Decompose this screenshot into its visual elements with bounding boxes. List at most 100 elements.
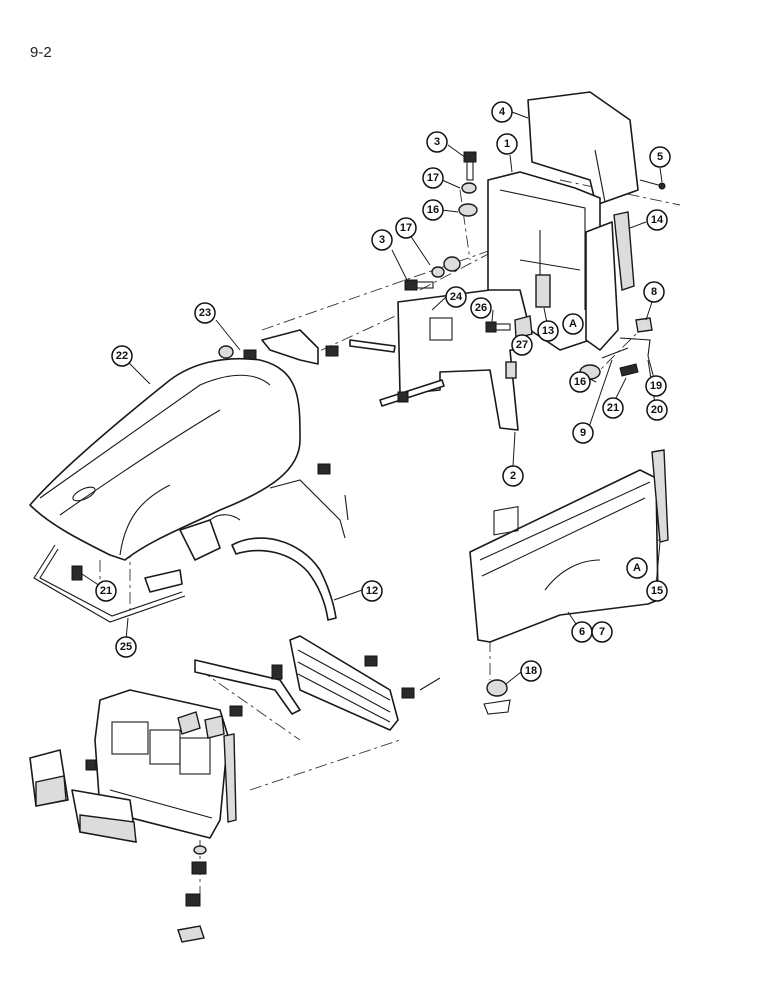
svg-text:27: 27 [516,339,528,351]
svg-text:26: 26 [475,302,487,314]
callout-14: 14 [646,209,668,231]
svg-text:A: A [633,562,641,574]
callout-15: 15 [646,580,668,602]
callout-A-upper: A [562,313,584,335]
bolt-bottom [185,893,201,907]
bolt-3-upper [463,151,477,181]
callout-17-lower: 17 [395,217,417,239]
svg-text:16: 16 [427,204,439,216]
pin-9 [601,347,629,359]
callout-3-lower: 3 [371,229,393,251]
front-mounting-plate [397,289,531,431]
callout-5: 5 [649,146,671,168]
foot-pad [177,925,205,943]
bolt-hinge [325,345,339,357]
front-grille [289,635,399,731]
lower-strip [379,379,445,407]
callout-25: 25 [115,636,137,658]
seal-25 [33,544,186,623]
svg-text:4: 4 [499,106,506,118]
svg-text:20: 20 [651,404,663,416]
nut-bottom [191,861,207,875]
callout-23: 23 [194,302,216,324]
bolt-26 [485,321,511,333]
svg-text:21: 21 [607,402,619,414]
svg-text:1: 1 [504,138,510,150]
callout-7: 7 [591,621,613,643]
svg-text:7: 7 [599,626,605,638]
washer-bottom [193,845,207,855]
svg-text:17: 17 [427,172,439,184]
nut-grille-2 [401,687,415,699]
latch-spring [209,514,241,521]
clip-27 [514,315,533,339]
callout-20: 20 [646,399,668,421]
svg-text:6: 6 [579,626,585,638]
svg-text:9: 9 [580,427,586,439]
bolt-bracket [271,664,283,680]
svg-text:16: 16 [574,376,586,388]
callout-12: 12 [361,580,383,602]
callout-21-right: 21 [602,397,624,419]
callout-leaders [81,111,663,685]
callout-2: 2 [502,465,524,487]
svg-text:18: 18 [525,665,537,677]
callout-16-right: 16 [569,371,591,393]
latch-plate [144,569,183,593]
callout-4: 4 [491,101,513,123]
svg-text:24: 24 [450,291,463,303]
strip-24 [349,339,396,353]
latch-19 [619,337,651,357]
callout-18: 18 [520,660,542,682]
right-side-upper-panel [585,221,619,351]
nut-23 [218,345,234,359]
callout-13: 13 [537,320,559,342]
hinge-bracket [261,329,319,365]
callout-17-upper: 17 [422,167,444,189]
lower-bracket [194,659,301,715]
svg-text:25: 25 [120,641,132,653]
rear-upper-panel [527,91,639,206]
bolt-21-right [619,363,639,377]
bolt-grille [419,677,441,691]
rod-pin [344,494,349,521]
svg-text:19: 19 [650,380,662,392]
bolt-3-lower [404,279,434,291]
svg-text:23: 23 [199,307,211,319]
bracket-nose-small [177,711,201,735]
callout-9: 9 [572,422,594,444]
callout-27: 27 [511,334,533,356]
mount-16-lower [443,256,461,272]
callout-1: 1 [496,133,518,155]
support-rod [269,479,346,539]
callout-21-left: 21 [95,580,117,602]
callout-6: 6 [571,621,593,643]
svg-text:14: 14 [651,214,664,226]
bolt-rod [317,463,331,475]
arch-bracket-12 [231,537,337,621]
svg-text:8: 8 [651,286,657,298]
side-strip-14 [613,211,635,291]
trim-strip-15 [651,449,669,543]
svg-text:15: 15 [651,585,663,597]
bolt-nose [85,759,97,771]
svg-text:3: 3 [434,136,440,148]
mount-16-upper [458,203,478,217]
callout-8: 8 [643,281,665,303]
svg-text:2: 2 [510,470,516,482]
callout-19: 19 [645,375,667,397]
callout-22: 22 [111,345,133,367]
spacer-nose [204,715,225,739]
hood-22 [29,357,301,561]
screw-5 [639,179,663,187]
bracket-13 [535,274,551,308]
svg-text:13: 13 [542,325,554,337]
svg-text:3: 3 [379,234,385,246]
nut-grille [364,655,378,667]
bolt-21-left [71,565,83,581]
mount-18 [486,679,508,697]
spacer-17-upper [461,182,477,194]
bolt-nose-top [229,705,243,717]
